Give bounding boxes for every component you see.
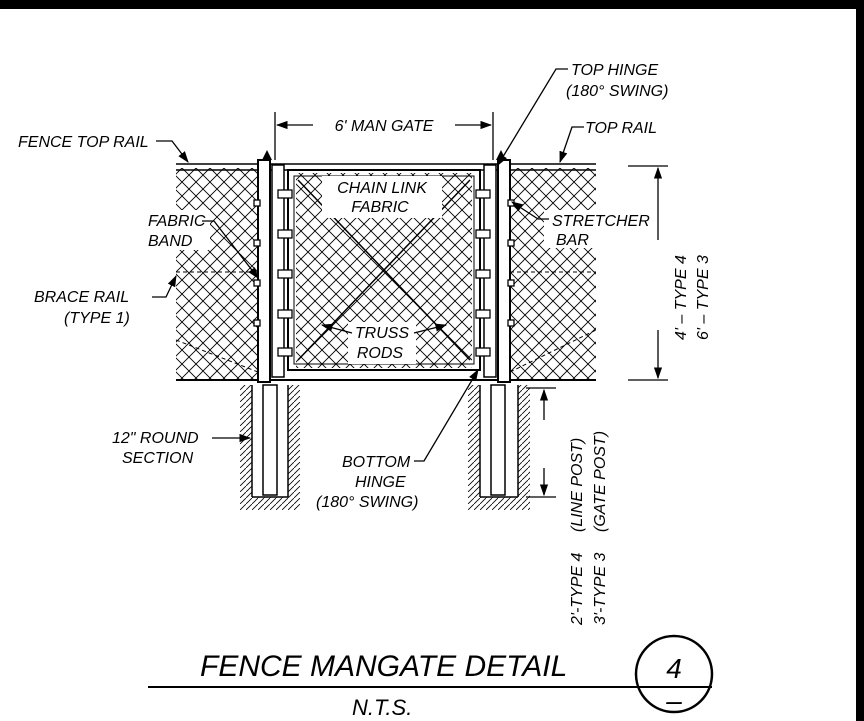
left-gate-post [257,150,285,383]
height-dimension [628,165,668,381]
bottom-hinge-label-line3: (180° SWING) [316,494,418,511]
embed-dim-type3: 3'-TYPE 3 [592,552,609,625]
post-dim-line-post: (LINE POST) [569,438,586,532]
truss-rods-leader-right [413,323,448,334]
height-dim-type4: 4' – TYPE 4 [673,255,690,340]
top-rail-label: TOP RAIL [585,120,657,137]
bottom-hinge-leader [414,368,479,462]
chain-link-label-line1: CHAIN LINK [337,180,428,197]
detail-number: 4 [666,653,682,684]
bottom-hinge-label-line1: BOTTOM [342,454,411,471]
brace-rail-label-line2: (TYPE 1) [64,310,130,327]
post-dim-gate-post: (GATE POST) [592,431,609,532]
hinges-and-bands [253,189,515,357]
truss-rods-label-line1: TRUSS [355,325,410,342]
fence-top-rail-label: FENCE TOP RAIL [18,134,149,151]
fabric-band-leader [202,220,259,279]
embed-dim-type4: 2'-TYPE 4 [569,552,586,626]
round-section-label-line1: 12" ROUND [112,430,199,447]
scale-note: N.T.S. [352,695,412,720]
bottom-hinge-label-line2: HINGE [355,474,406,491]
detail-bubble [634,634,714,714]
top-border [0,0,864,9]
brace-rails [175,271,597,373]
top-hinge-leader [497,68,568,167]
brace-rail-label-line1: BRACE RAIL [34,289,129,306]
truss-rods-label-line2: RODS [357,345,404,362]
embed-dimension [526,387,556,498]
top-hinge-label-line2: (180° SWING) [566,83,668,100]
stretcher-bar-leader [511,201,549,220]
round-section-label-line2: SECTION [122,450,194,467]
stretcher-bar-label-line1: STRETCHER [552,213,650,230]
gate-width-label: 6' MAN GATE [335,118,434,135]
fence-top-rail-leader [156,140,189,163]
stretcher-bar-label-line2: BAR [556,232,589,249]
top-hinge-label-line1: TOP HINGE [571,62,658,79]
top-rail-leader [559,126,584,164]
truss-rods-leader-left [320,323,353,334]
detail-sheet: – [665,685,682,716]
gate-width-dimension [274,112,494,160]
fabric-band-label-line2: BAND [148,233,193,250]
right-gate-post [483,150,511,383]
fabric-band-label-line1: FABRIC [148,213,206,230]
chain-link-label-line2: FABRIC [351,199,409,216]
brace-rail-leader [152,274,177,298]
footing-posts [262,384,506,496]
right-border [856,0,864,721]
detail-title: FENCE MANGATE DETAIL [200,650,567,683]
height-dim-type3: 6' – TYPE 3 [695,255,712,340]
